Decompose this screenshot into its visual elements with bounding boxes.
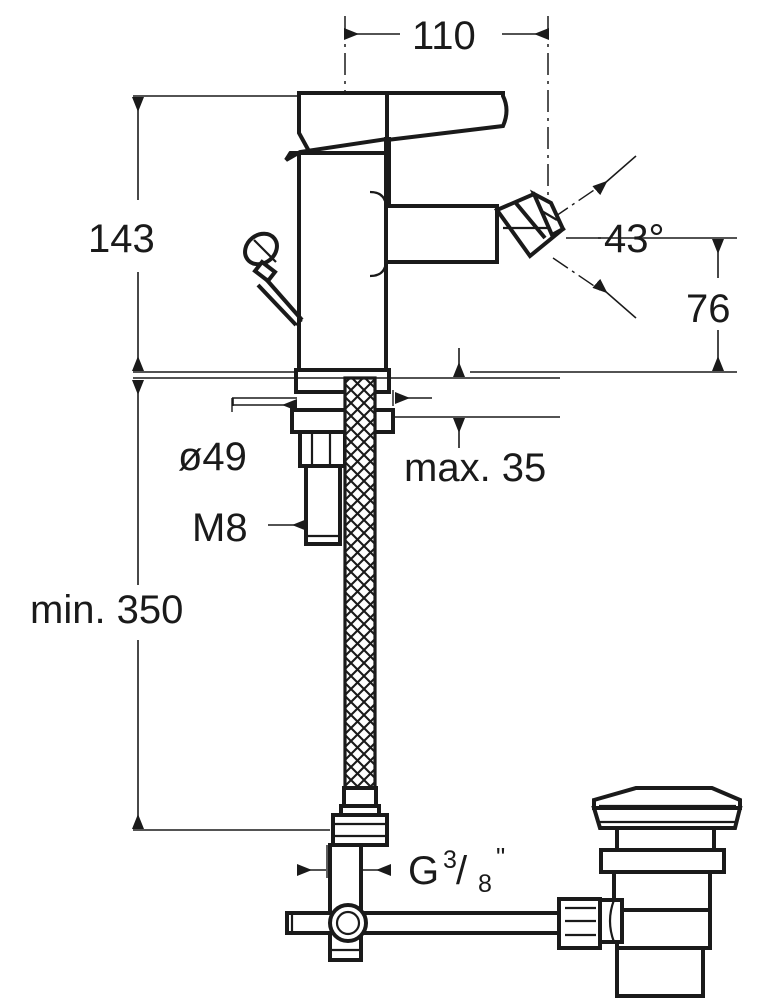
dimension-base-diameter: ø49 bbox=[178, 397, 297, 479]
dimension-spout-reach: 110 bbox=[344, 14, 549, 58]
dimension-deck-thickness: max. 35 bbox=[392, 348, 560, 490]
dimension-label-G-slash: / bbox=[456, 849, 468, 893]
outlet-aerator bbox=[493, 189, 566, 259]
body-shoulder bbox=[384, 137, 391, 208]
dimension-label-G: G bbox=[408, 849, 439, 893]
deck-washer bbox=[290, 408, 395, 434]
dimension-label-110: 110 bbox=[412, 14, 476, 58]
dimension-overall-height: 143 bbox=[88, 95, 300, 373]
fixing-stud bbox=[304, 464, 342, 546]
spout-arm bbox=[369, 190, 499, 278]
lever-handle bbox=[297, 91, 509, 156]
fixing-nut bbox=[298, 430, 347, 468]
body-column bbox=[297, 151, 388, 372]
hose-end-fitting bbox=[331, 786, 389, 847]
dimension-label-G-numerator: 3 bbox=[443, 846, 457, 874]
flexible-hose bbox=[343, 376, 377, 790]
dimension-label-G-unit: " bbox=[496, 842, 505, 872]
dimension-outlet-height: 76 bbox=[470, 237, 737, 373]
dimension-label-max35: max. 35 bbox=[404, 446, 546, 490]
dimension-label-43deg: 43° bbox=[604, 217, 665, 261]
dimension-label-G-denominator: 8 bbox=[478, 870, 492, 898]
dimension-label-M8: M8 bbox=[192, 506, 248, 550]
dimension-supply-thread: G 3 / 8 " bbox=[297, 842, 505, 898]
dimension-label-min350: min. 350 bbox=[30, 588, 183, 632]
popup-lift-knob bbox=[243, 231, 304, 327]
dimension-label-143: 143 bbox=[88, 217, 155, 261]
dimension-stud-thread: M8 bbox=[192, 506, 307, 550]
dimension-label-diameter49: ø49 bbox=[178, 435, 247, 479]
popup-waste bbox=[591, 786, 743, 998]
dimension-label-76: 76 bbox=[686, 287, 731, 331]
dimension-hose-length: min. 350 bbox=[30, 377, 330, 831]
dimension-outlet-angle: 43° bbox=[552, 155, 665, 319]
